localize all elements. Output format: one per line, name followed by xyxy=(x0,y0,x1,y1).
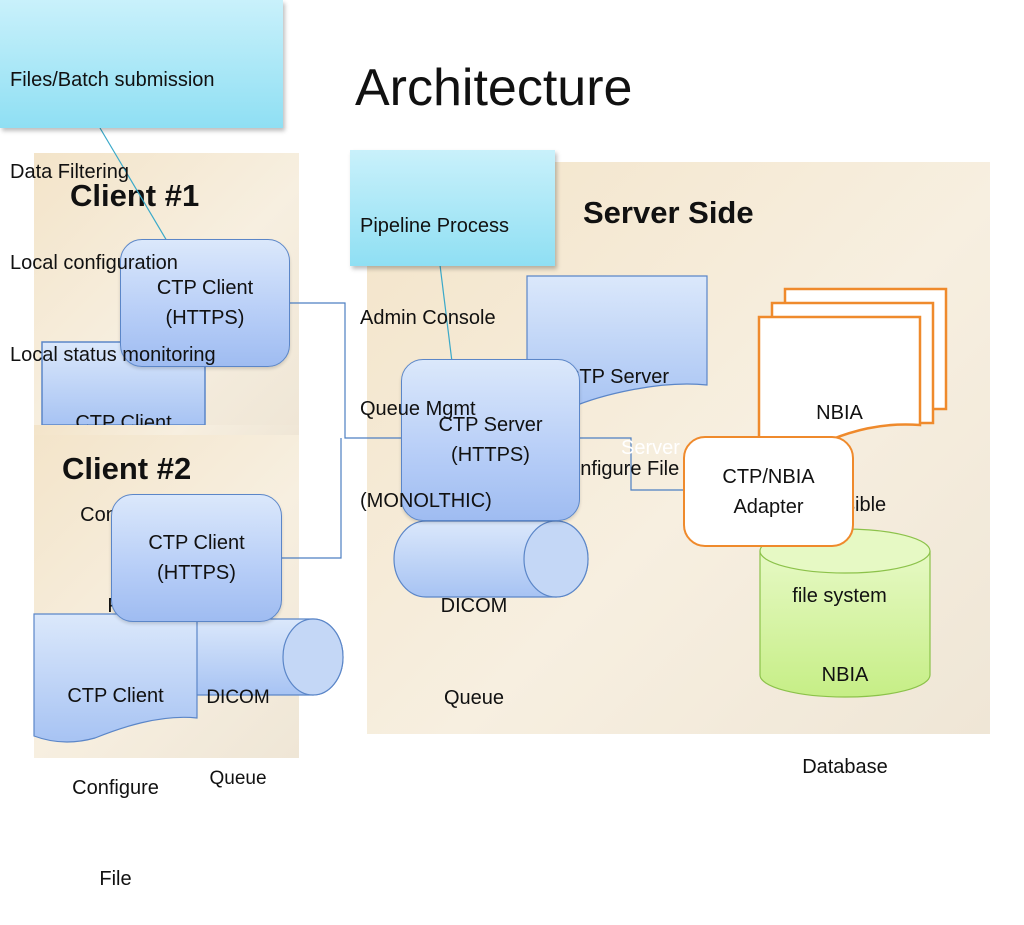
queue-line: DICOM xyxy=(206,687,270,708)
client2-panel-overlay xyxy=(34,425,299,435)
callout-line: Local configuration xyxy=(10,252,178,274)
client2-header: Client #2 xyxy=(62,451,192,486)
box-line: CTP Client xyxy=(148,532,245,554)
page-title: Architecture xyxy=(355,59,633,117)
doc-line: CTP Client xyxy=(67,685,164,707)
client2-queue-text: DICOM Queue xyxy=(198,630,278,819)
queue-line: Queue xyxy=(209,768,267,789)
client2-config-doc-shape xyxy=(33,613,198,743)
box-line: (HTTPS) xyxy=(165,307,245,329)
box-line: CTP Client xyxy=(156,277,254,299)
client2-config-doc-text: CTP Client Configure File xyxy=(34,620,197,925)
ctp-client2-box[interactable]: CTP Client (HTTPS) xyxy=(111,494,282,622)
server-faint-label: Server xyxy=(621,437,680,459)
fs-line: NBIA xyxy=(816,402,863,424)
ctp-server-box[interactable]: CTP Server (HTTPS) xyxy=(401,359,580,521)
db-line: Database xyxy=(802,755,888,778)
callout-line: Local status monitoring xyxy=(10,343,216,366)
adapter-line: CTP/NBIA xyxy=(722,465,815,488)
callout-line: Data Filtering xyxy=(10,160,129,183)
client-features-callout: Files/Batch submission Data Filtering Lo… xyxy=(0,0,283,366)
client2-queue-cap xyxy=(282,618,344,696)
box-line: (HTTPS) xyxy=(451,444,530,466)
client1-header: Client #1 xyxy=(70,178,200,213)
db-line: NBIA xyxy=(821,664,869,686)
server-queue-text: DICOM Queue xyxy=(424,530,524,744)
box-line: CTP Server xyxy=(438,414,543,436)
nbia-db-body xyxy=(759,551,931,698)
callout-line: Admin Console xyxy=(360,306,496,329)
diagram-connectors xyxy=(33,127,948,743)
ctp-client1-box[interactable]: CTP Client (HTTPS) xyxy=(120,239,290,367)
queue-line: DICOM xyxy=(440,595,508,617)
server-adapter-connector xyxy=(580,437,683,491)
adapter-line: Adapter xyxy=(733,495,804,518)
callout-line: Queue Mgmt xyxy=(360,398,476,420)
doc-line: Configure xyxy=(72,776,159,799)
fs-line: file system xyxy=(792,585,887,607)
callout-line: (MONOLTHIC) xyxy=(360,489,492,512)
server-features-callout: Pipeline Process Admin Console Queue Mgm… xyxy=(350,150,555,512)
server-callout-pointer xyxy=(439,264,454,371)
callout-line: Files/Batch submission xyxy=(10,69,215,91)
box-line: (HTTPS) xyxy=(157,562,236,584)
doc-line: File xyxy=(99,868,132,890)
client2-server-connector xyxy=(282,438,342,559)
ctp-nbia-adapter-box[interactable]: CTP/NBIA Adapter xyxy=(683,436,854,547)
client1-server-connector xyxy=(290,302,401,439)
server-side-header: Server Side xyxy=(583,195,754,230)
nbia-db-text: NBIA Database xyxy=(760,599,930,813)
callout-line: Pipeline Process xyxy=(360,215,509,237)
server-queue-cap xyxy=(523,520,589,598)
queue-line: Queue xyxy=(443,686,505,709)
